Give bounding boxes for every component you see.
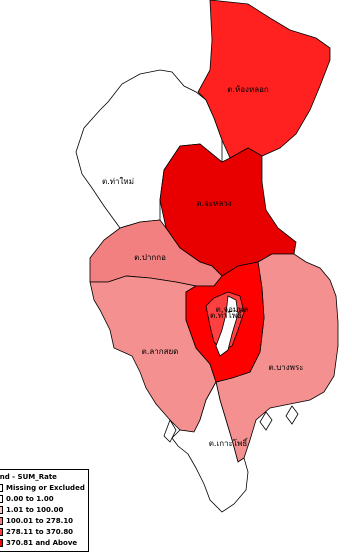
legend-swatch	[0, 516, 3, 525]
legend-label: Missing or Excluded	[6, 483, 85, 492]
region-ko-phra[interactable]	[171, 380, 249, 513]
legend-label: 370.81 and Above	[6, 538, 78, 547]
legend-item: 0.00 to 1.00	[0, 493, 86, 504]
label-lak-sam: ต.ลากสยด	[142, 347, 179, 356]
coast-inlet-2	[259, 411, 273, 431]
legend-swatch	[0, 494, 3, 503]
legend-items: Missing or Excluded 0.00 to 1.00 1.01 to 1…	[0, 482, 86, 548]
legend-title: end - SUM_Rate	[0, 473, 57, 481]
legend-item: 370.81 and Above	[0, 537, 86, 548]
legend-label: 0.00 to 1.00	[6, 494, 54, 503]
label-ko-phra: ต.เกาะโพธิ์	[209, 437, 249, 448]
coast-inlet-1	[163, 419, 177, 443]
legend-swatch	[0, 483, 3, 492]
coast-inlet-3	[285, 405, 299, 425]
label-nong-yai: ต.จะหลวง	[196, 199, 231, 208]
legend-swatch	[0, 527, 3, 536]
label-tha-mai: ต.ท่าใหม่	[102, 177, 134, 186]
river-channel	[215, 295, 239, 357]
legend-item: 1.01 to 100.00	[0, 504, 86, 515]
legend-item: 100.01 to 278.10	[0, 515, 86, 526]
label-pak-kroh: ต.ปากกอ	[134, 253, 166, 262]
legend-item: Missing or Excluded	[0, 482, 86, 493]
label-nong-kok: ต.ห้องหลอก	[227, 85, 269, 94]
legend-swatch	[0, 538, 3, 547]
legend-swatch	[0, 505, 3, 514]
label-tha-pho-1: ต.ท่าโพธิ์	[210, 309, 243, 320]
legend-label: 1.01 to 100.00	[6, 505, 64, 514]
legend-label: 100.01 to 278.10	[6, 516, 74, 525]
region-nong-kok[interactable]	[197, 0, 331, 159]
label-bang-phra: ต.บางพระ	[268, 363, 303, 372]
legend-label: 278.11 to 370.80	[6, 527, 74, 536]
label-tha-pho-2: ต.จอมพล	[216, 305, 249, 314]
legend-item: 278.11 to 370.80	[0, 526, 86, 537]
map-legend: end - SUM_Rate Missing or Excluded 0.00 t…	[0, 469, 89, 552]
